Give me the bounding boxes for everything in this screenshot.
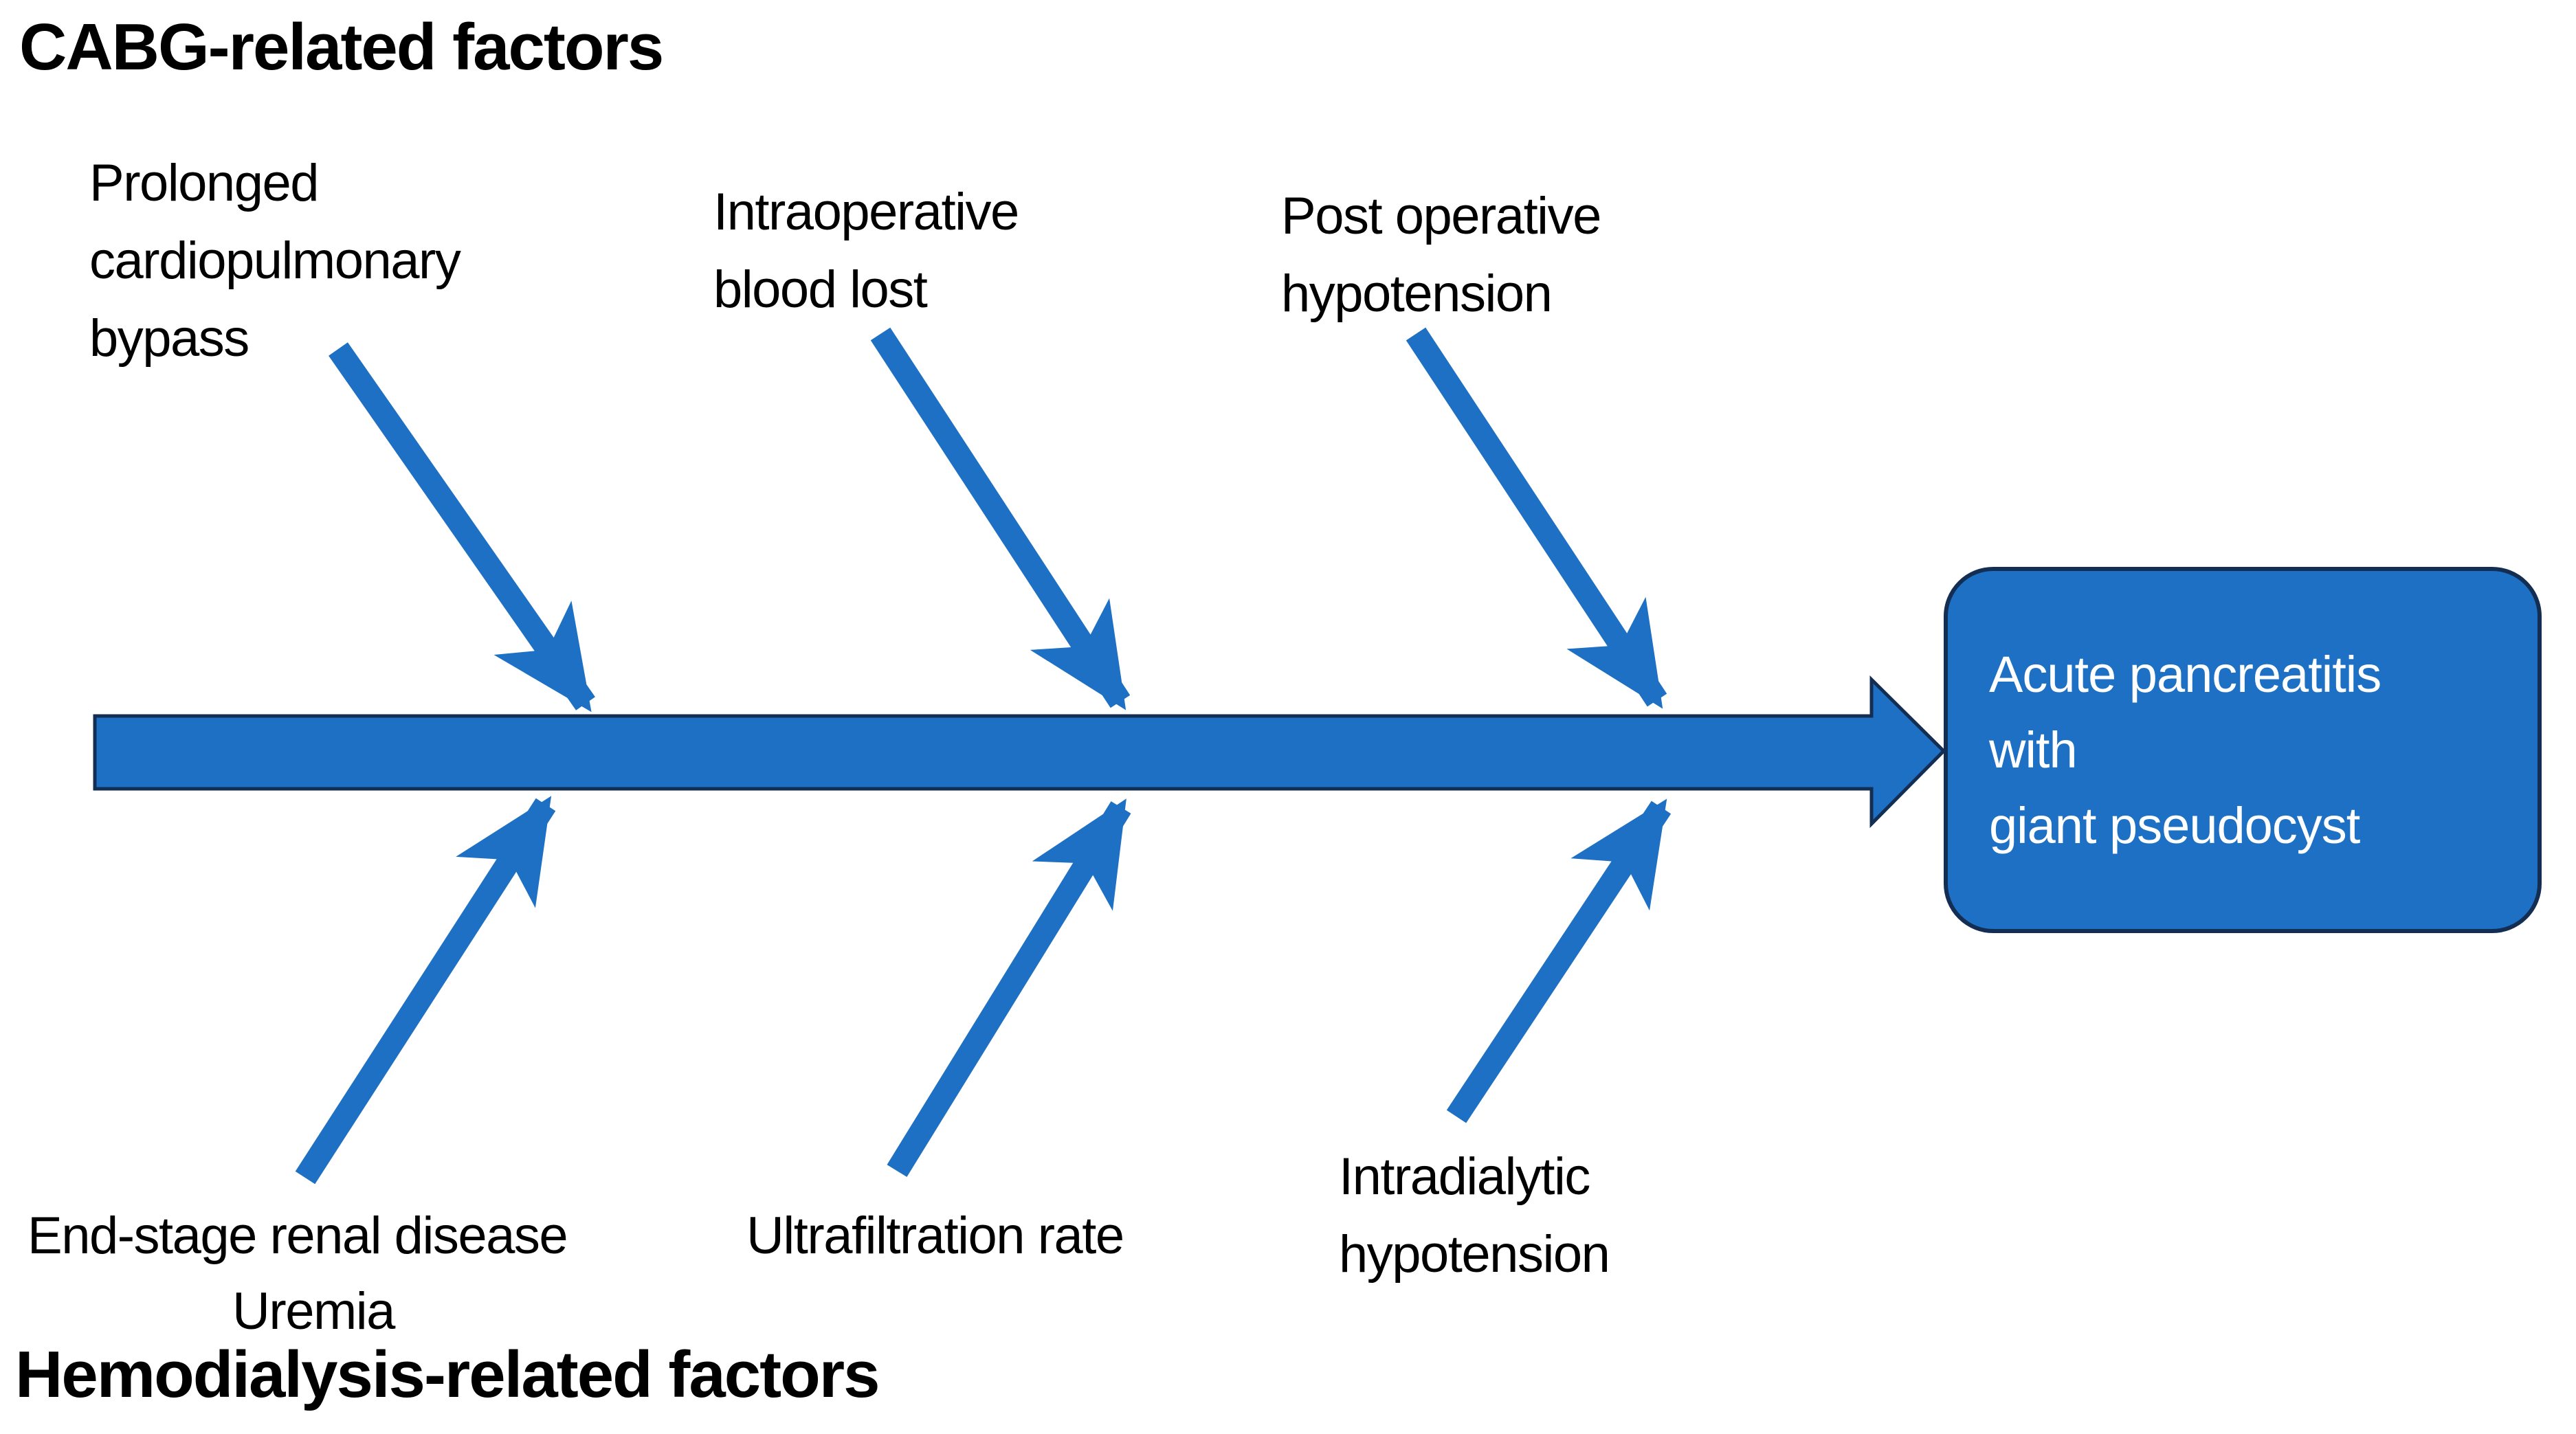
cause-arrow-intraoperative-blood-lost — [870, 327, 1131, 710]
factor-intradialytic-hypotension: Intradialytic hypotension — [1339, 1147, 1610, 1284]
factor-uremia: Uremia — [232, 1282, 395, 1341]
outcome-text: Acute pancreatitis with giant pseudocyst — [1989, 645, 2381, 854]
cause-arrow-postoperative-hypotension — [1406, 327, 1667, 709]
cause-arrow-prolonged-cpb — [329, 342, 595, 713]
cause-arrow-end-stage-renal-disease — [295, 796, 556, 1185]
factor-end-stage-renal-disease: End-stage renal disease — [27, 1207, 568, 1265]
main-arrow — [93, 675, 1946, 829]
cause-arrow-intradialytic-hypotension — [1446, 798, 1672, 1123]
factor-prolonged-cardiopulmonary-bypass: Prolonged cardiopulmonary bypass — [89, 154, 461, 368]
outcome-box: Acute pancreatitis with giant pseudocyst — [1944, 567, 2542, 933]
section-title-hemodialysis: Hemodialysis-related factors — [15, 1338, 880, 1411]
factor-ultrafiltration-rate: Ultrafiltration rate — [746, 1207, 1124, 1265]
cause-arrow-ultrafiltration-rate — [887, 798, 1131, 1177]
factor-intraoperative-blood-lost: Intraoperative blood lost — [713, 183, 1019, 319]
section-title-cabg: CABG-related factors — [19, 10, 664, 84]
factor-post-operative-hypotension: Post operative hypotension — [1281, 187, 1601, 323]
